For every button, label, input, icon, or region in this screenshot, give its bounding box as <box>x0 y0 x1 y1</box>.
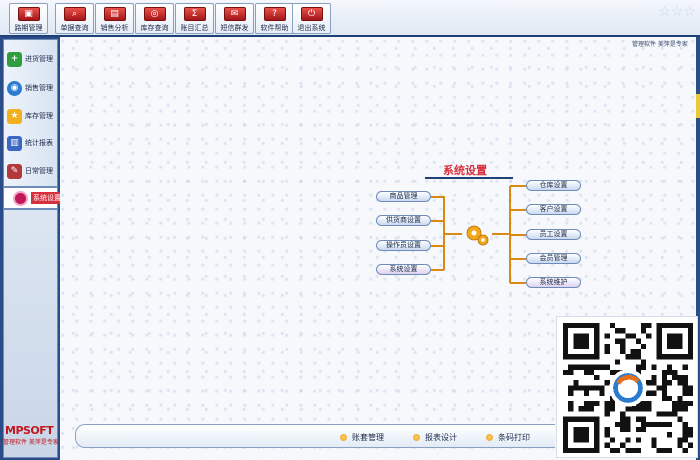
qr-code-icon <box>563 323 693 453</box>
analysis-icon: ▤ <box>103 7 126 21</box>
toolbar: ▣ 路期管理 ⌕ 单据查询 ▤ 销售分析 ◎ 库存查询 Σ 账目汇总 ✉ 短信群… <box>0 0 700 37</box>
brand-logo: MPSOFT <box>5 424 54 437</box>
globe-icon: ◉ <box>7 80 22 96</box>
node-operator-settings[interactable]: 操作员设置 <box>376 240 431 251</box>
sidebar-item-purchase[interactable]: + 进货管理 <box>7 48 59 70</box>
main-border <box>696 37 700 460</box>
inventory-icon: ◎ <box>143 7 166 21</box>
title-divider <box>425 177 513 179</box>
purchase-label: 路期管理 <box>14 24 43 32</box>
scroll-indicator[interactable] <box>696 94 700 118</box>
report-design-label: 报表设计 <box>425 433 457 442</box>
star-decoration-icon: ☆☆☆ <box>658 4 696 20</box>
star-icon: ★ <box>7 108 22 124</box>
sidebar-item-reports[interactable]: ▥ 统计报表 <box>7 132 59 154</box>
help-label: 软件帮助 <box>260 24 289 32</box>
brand-slogan: 管理软件 美萍是专家 <box>3 439 59 446</box>
help-icon: ? <box>263 7 286 21</box>
node-supplier-settings[interactable]: 供货商设置 <box>376 215 431 226</box>
node-warehouse-settings[interactable]: 仓库设置 <box>526 180 581 191</box>
sidebar-item-inventory[interactable]: ★ 库存管理 <box>7 105 59 127</box>
gear-icon <box>466 225 489 246</box>
inventory-query-label: 库存查询 <box>140 24 169 32</box>
sidebar-item-label: 进货管理 <box>25 55 53 63</box>
sales-analysis-label: 销售分析 <box>100 24 129 32</box>
sidebar-item-label: 销售管理 <box>25 84 53 92</box>
search-doc-icon: ⌕ <box>63 7 86 21</box>
sidebar-item-daily[interactable]: ✎ 日常管理 <box>7 160 59 182</box>
exit-button[interactable]: ⏻ 退出系统 <box>292 3 331 34</box>
plus-icon: + <box>7 51 22 67</box>
sidebar-menu: + 进货管理 ◉ 销售管理 ★ 库存管理 ▥ 统计报表 ✎ 日常管理 <box>3 39 58 187</box>
chart-icon: ▥ <box>7 135 22 151</box>
sidebar-item-label: 库存管理 <box>25 112 53 120</box>
sidebar-item-label: 统计报表 <box>25 139 53 147</box>
node-system-settings[interactable]: 系统设置 <box>376 264 431 275</box>
report-design-link[interactable]: 报表设计 <box>413 432 457 443</box>
sms-icon: ✉ <box>223 7 246 21</box>
summary-icon: Σ <box>183 7 206 21</box>
diagram-title: 系统设置 <box>443 164 487 177</box>
daily-icon: ✎ <box>7 163 22 179</box>
node-member-management[interactable]: 会员管理 <box>526 253 581 264</box>
sidebar-item-settings[interactable]: 系统设置 <box>3 187 63 209</box>
sidebar-item-label: 日常管理 <box>25 167 53 175</box>
sidebar-item-label: 系统设置 <box>31 192 63 204</box>
account-set-link[interactable]: 账套管理 <box>340 432 384 443</box>
barcode-print-label: 条码打印 <box>498 433 530 442</box>
help-button[interactable]: ? 软件帮助 <box>255 3 294 34</box>
doc-search-label: 单据查询 <box>60 24 89 32</box>
qr-code <box>556 316 698 458</box>
node-employee-settings[interactable]: 员工设置 <box>526 229 581 240</box>
account-set-label: 账套管理 <box>352 433 384 442</box>
node-product-management[interactable]: 商品管理 <box>376 191 431 202</box>
sidebar-item-sales[interactable]: ◉ 销售管理 <box>7 77 59 99</box>
sms-broadcast-label: 短信群发 <box>220 24 249 32</box>
exit-label: 退出系统 <box>297 24 326 32</box>
bottom-bar <box>75 424 555 448</box>
purchase-icon: ▣ <box>17 7 40 21</box>
purchase-button[interactable]: ▣ 路期管理 <box>9 3 48 34</box>
node-system-maintenance[interactable]: 系统维护 <box>526 277 581 288</box>
barcode-print-link[interactable]: 条码打印 <box>486 432 530 443</box>
doc-search-button[interactable]: ⌕ 单据查询 <box>55 3 94 34</box>
node-customer-settings[interactable]: 客户设置 <box>526 204 581 215</box>
bullet-icon <box>340 434 347 441</box>
exit-icon: ⏻ <box>300 7 323 21</box>
header-slogan: 管理软件 美萍是专家 <box>632 41 688 48</box>
account-summary-button[interactable]: Σ 账目汇总 <box>175 3 214 34</box>
sidebar-panel <box>3 209 58 458</box>
inventory-query-button[interactable]: ◎ 库存查询 <box>135 3 174 34</box>
sms-broadcast-button[interactable]: ✉ 短信群发 <box>215 3 254 34</box>
bullet-icon <box>413 434 420 441</box>
bullet-icon <box>486 434 493 441</box>
account-summary-label: 账目汇总 <box>180 24 209 32</box>
settings-icon <box>13 190 28 206</box>
sales-analysis-button[interactable]: ▤ 销售分析 <box>95 3 134 34</box>
